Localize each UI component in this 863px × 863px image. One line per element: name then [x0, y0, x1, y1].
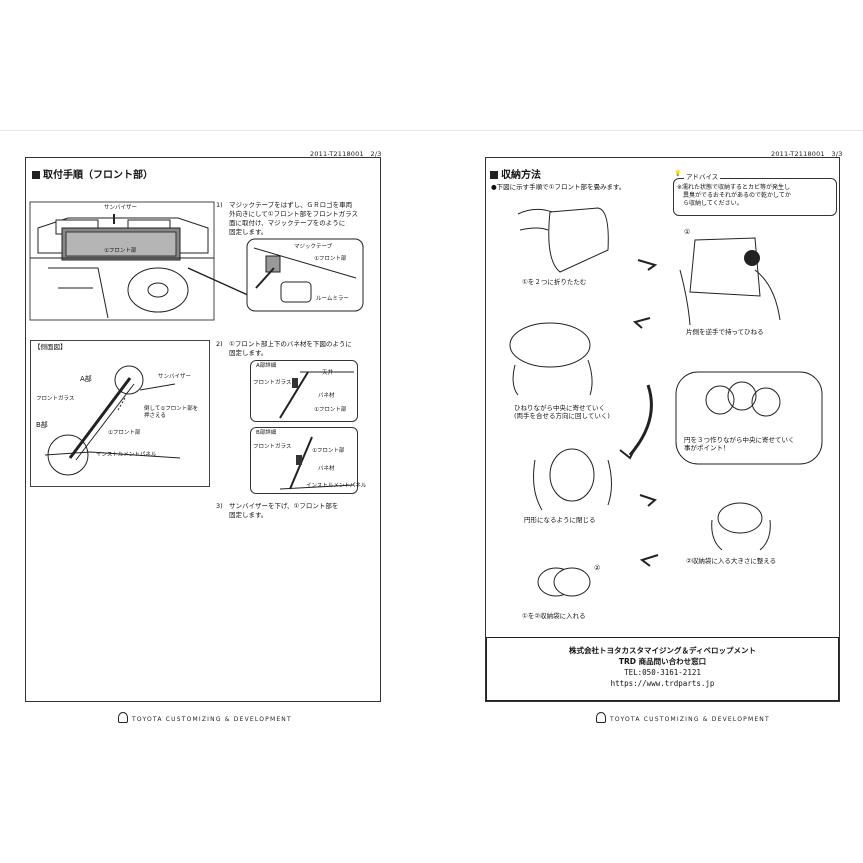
step-2-number: 2) — [216, 340, 223, 348]
left-section-title: 取付手順（フロント部） — [32, 166, 153, 181]
a-front-part-label: ①フロント部 — [314, 407, 347, 413]
advice-text: ※濡れた状態で収納するとカビ等が発生し 異臭がでるおそれがあるので乾かしてか ら… — [677, 184, 791, 207]
advice-title: アドバイス — [684, 173, 721, 181]
front-label-inset: ①フロント部 — [314, 256, 347, 262]
b-detail-diagram — [279, 436, 355, 490]
caption-twist-center: ひねりながら中央に寄せていく (両手を合せる方向に回していく) — [514, 404, 610, 420]
side-view-diagram — [44, 365, 181, 476]
side-front-part-label: ①フロント部 — [108, 430, 141, 436]
a-part-label: A部 — [80, 375, 92, 383]
a-front-glass-label: フロントガラス — [253, 380, 292, 386]
advice-box — [673, 178, 837, 216]
front-label-top: ①フロント部 — [104, 248, 137, 254]
right-footer: TOYOTA CUSTOMIZING & DEVELOPMENT — [596, 712, 770, 723]
b-spring-label: バネ材 — [318, 466, 335, 472]
side-view-box — [30, 340, 210, 487]
tcd-logo-icon — [596, 712, 606, 723]
side-view-title: 【側面図】 — [34, 343, 67, 351]
contact-box: 株式会社トヨタカスタマイジング＆ディベロップメント TRD 商品問い合わせ窓口 … — [486, 637, 839, 701]
contact-company: 株式会社トヨタカスタマイジング＆ディベロップメント — [569, 646, 756, 655]
sunvisor-label-top: サンバイザー — [104, 205, 138, 211]
contact-tel: TEL:050-3161-2121 — [624, 668, 701, 677]
marker-1: ① — [684, 228, 691, 236]
caption-three-circles: 円を３つ作りながら中央に寄せていく 事がポイント！ — [684, 436, 795, 452]
step-1-text: マジックテープをはずし、ＧＲロゴを車両 外向きにして①フロント部をフロントガラス… — [229, 201, 359, 236]
right-section-title: 収納方法 — [490, 166, 541, 181]
marker-2: ② — [594, 564, 601, 572]
tcd-logo-icon — [118, 712, 128, 723]
side-front-glass-label: フロントガラス — [36, 396, 75, 402]
step-1-number: 1) — [216, 201, 223, 209]
caption-fold-in-two: ①を２つに折りたたむ — [522, 278, 587, 286]
b-front-glass-label: フロントガラス — [253, 444, 292, 450]
press-note-label: 倒して①フロント部を 押さえる — [144, 406, 199, 419]
a-detail-box — [250, 360, 358, 422]
b-instrument-panel-label: インストルメントパネル — [306, 483, 367, 489]
step-3-text: サンバイザーを下げ、①フロント部を 固定します。 — [229, 502, 339, 519]
left-footer: TOYOTA CUSTOMIZING & DEVELOPMENT — [118, 712, 292, 723]
a-ceiling-label: 天井 — [322, 370, 334, 376]
windshield-illustration — [29, 201, 251, 321]
right-doc-number: 2011-T2118001 3/3 — [771, 150, 843, 158]
room-mirror-label: ルームミラー — [316, 296, 349, 302]
caption-close-circle: 円形になるように閉じる — [524, 516, 596, 524]
folding-steps-illustration — [509, 207, 823, 597]
intro-text: ●下図に示す手順で①フロント部を畳みます。 — [491, 183, 626, 191]
a-spring-label: バネ材 — [318, 393, 335, 399]
left-doc-number: 2011-T2118001 2/3 — [310, 150, 382, 158]
caption-hold-reverse: 片側を逆手で持ってひねる — [686, 328, 764, 336]
a-detail-diagram — [279, 371, 354, 419]
b-detail-box — [250, 427, 358, 494]
step-2-text: ①フロント部上下のバネ材を下図のように 固定します。 — [229, 340, 352, 357]
caption-adjust-size: ②収納袋に入る大きさに整える — [686, 557, 777, 565]
mirror-detail-illustration — [246, 238, 364, 312]
b-detail-title: B部詳細 — [256, 430, 277, 436]
contact-dept: TRD 商品問い合わせ窓口 — [618, 657, 707, 666]
contact-url[interactable]: https://www.trdparts.jp — [610, 679, 715, 688]
a-detail-title: A部詳細 — [256, 363, 277, 369]
caption-put-in-bag: ①を②収納袋に入れる — [522, 612, 586, 620]
lightbulb-icon: 💡 — [674, 170, 682, 177]
page-top-divider — [0, 130, 863, 131]
step-3-number: 3) — [216, 502, 223, 510]
magic-tape-label: マジックテープ — [294, 244, 333, 250]
instrument-panel-label: インストルメントパネル — [96, 452, 157, 458]
side-sunvisor-label: サンバイザー — [158, 374, 192, 380]
b-front-part-label: ①フロント部 — [312, 448, 345, 454]
b-part-label: B部 — [36, 421, 48, 429]
